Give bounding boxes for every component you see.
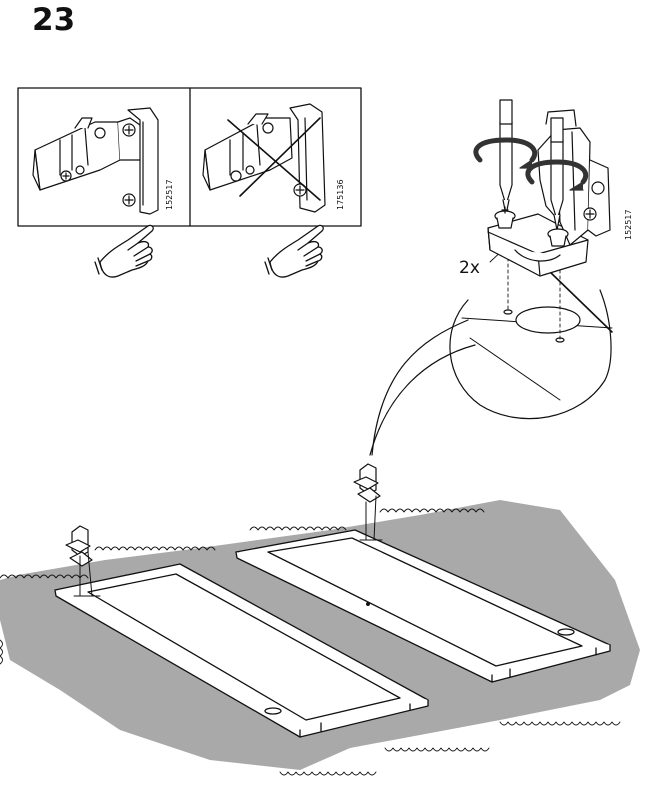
step-number: 23 [32, 2, 76, 38]
door-right [235, 529, 611, 683]
hinge-code-right: 175136 [336, 179, 345, 210]
screw-icon [547, 228, 569, 247]
detail-callout: 2x 152517 [369, 99, 633, 456]
screwdriver-icon [499, 99, 513, 216]
hinge-on-door-right [353, 463, 383, 541]
cross-mark-icon [227, 117, 321, 201]
hinge-comparison-panels: 152517 175136 [17, 87, 362, 227]
quantity-label: 2x [459, 258, 480, 278]
hinge-correct-illustration: 152517 [32, 107, 174, 215]
pointing-hand-icon-right [264, 224, 324, 278]
screw-icon [494, 206, 516, 229]
hinge-incorrect-illustration: 175136 [202, 103, 345, 213]
hinge-code-left: 152517 [165, 179, 174, 210]
callout-tail [371, 319, 469, 456]
pointing-hand-icon-left [94, 224, 154, 278]
door-left [54, 563, 429, 738]
hinge-code-detail: 152517 [624, 209, 633, 240]
hinge-on-door-left [65, 525, 101, 597]
rotate-clockwise-icon [525, 159, 589, 191]
